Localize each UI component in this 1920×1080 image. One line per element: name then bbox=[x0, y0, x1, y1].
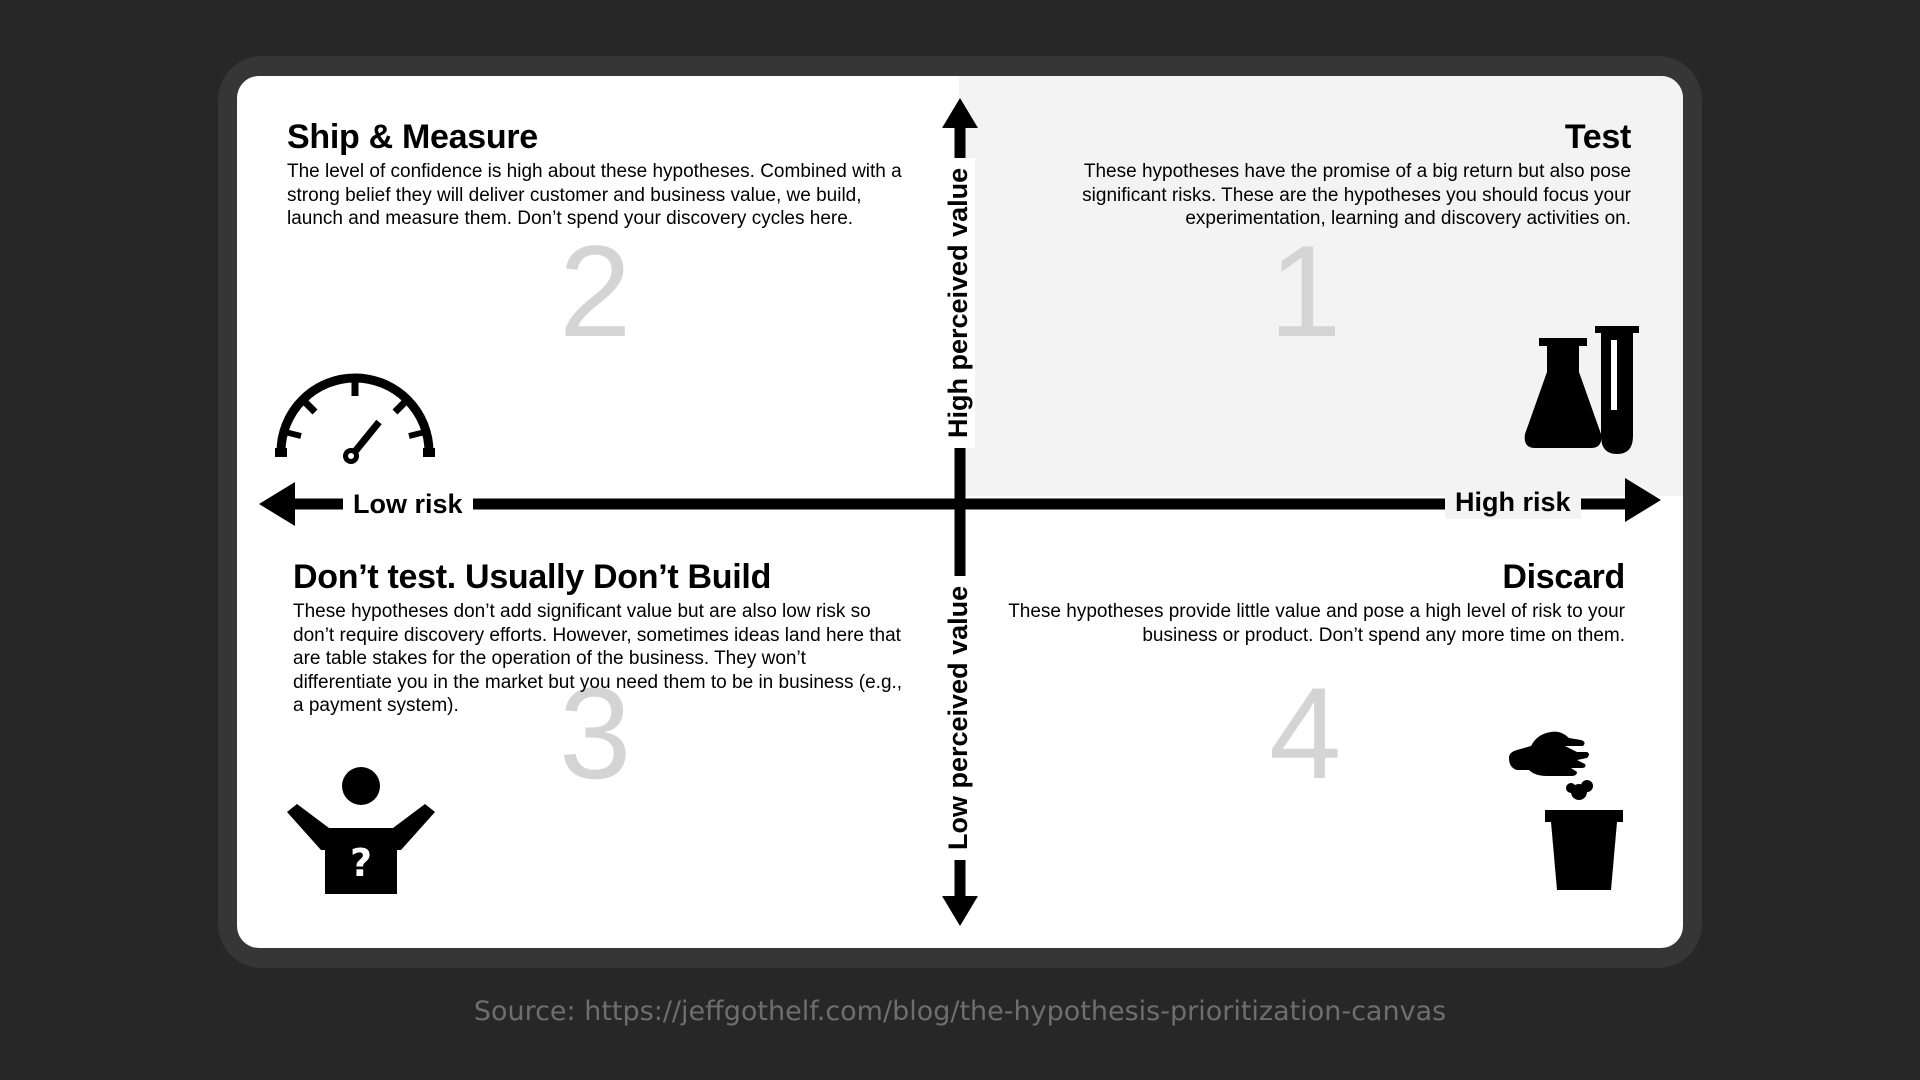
ship-measure-description: The level of confidence is high about th… bbox=[287, 161, 902, 229]
right-arrow-icon bbox=[1625, 478, 1661, 522]
high-risk-label: High risk bbox=[1445, 485, 1581, 519]
quadrant-number-1: 1 bbox=[1269, 218, 1342, 364]
up-arrow-icon bbox=[942, 98, 978, 128]
hand-trash-icon bbox=[1509, 731, 1623, 890]
dont-test-title: Don’t test. Usually Don’t Build bbox=[293, 558, 772, 596]
quadrant-number-3: 3 bbox=[559, 660, 632, 806]
test-title: Test bbox=[1564, 118, 1631, 156]
speedometer-icon bbox=[275, 373, 435, 464]
prioritization-canvas: 2 1 3 4 Ship & Measure The level of conf… bbox=[237, 76, 1683, 948]
confused-person-icon: ? bbox=[287, 767, 435, 894]
quadrant-number-2: 2 bbox=[559, 218, 632, 364]
discard-title: Discard bbox=[1502, 558, 1625, 596]
high-value-label: High perceived value bbox=[941, 157, 975, 448]
ship-measure-title: Ship & Measure bbox=[287, 118, 538, 156]
low-value-label: Low perceived value bbox=[941, 575, 975, 860]
svg-text:?: ? bbox=[350, 841, 372, 885]
dont-test-description: These hypotheses don’t add significant v… bbox=[293, 601, 903, 716]
down-arrow-icon bbox=[942, 896, 978, 926]
left-arrow-icon bbox=[259, 482, 295, 526]
source-caption: Source: https://jeffgothelf.com/blog/the… bbox=[473, 996, 1447, 1027]
quadrant-number-4: 4 bbox=[1269, 660, 1342, 806]
flask-test-tube-icon bbox=[1524, 326, 1639, 454]
discard-description: These hypotheses provide little value an… bbox=[1008, 601, 1625, 646]
low-risk-label: Low risk bbox=[343, 487, 473, 521]
test-description: These hypotheses have the promise of a b… bbox=[1082, 161, 1631, 229]
